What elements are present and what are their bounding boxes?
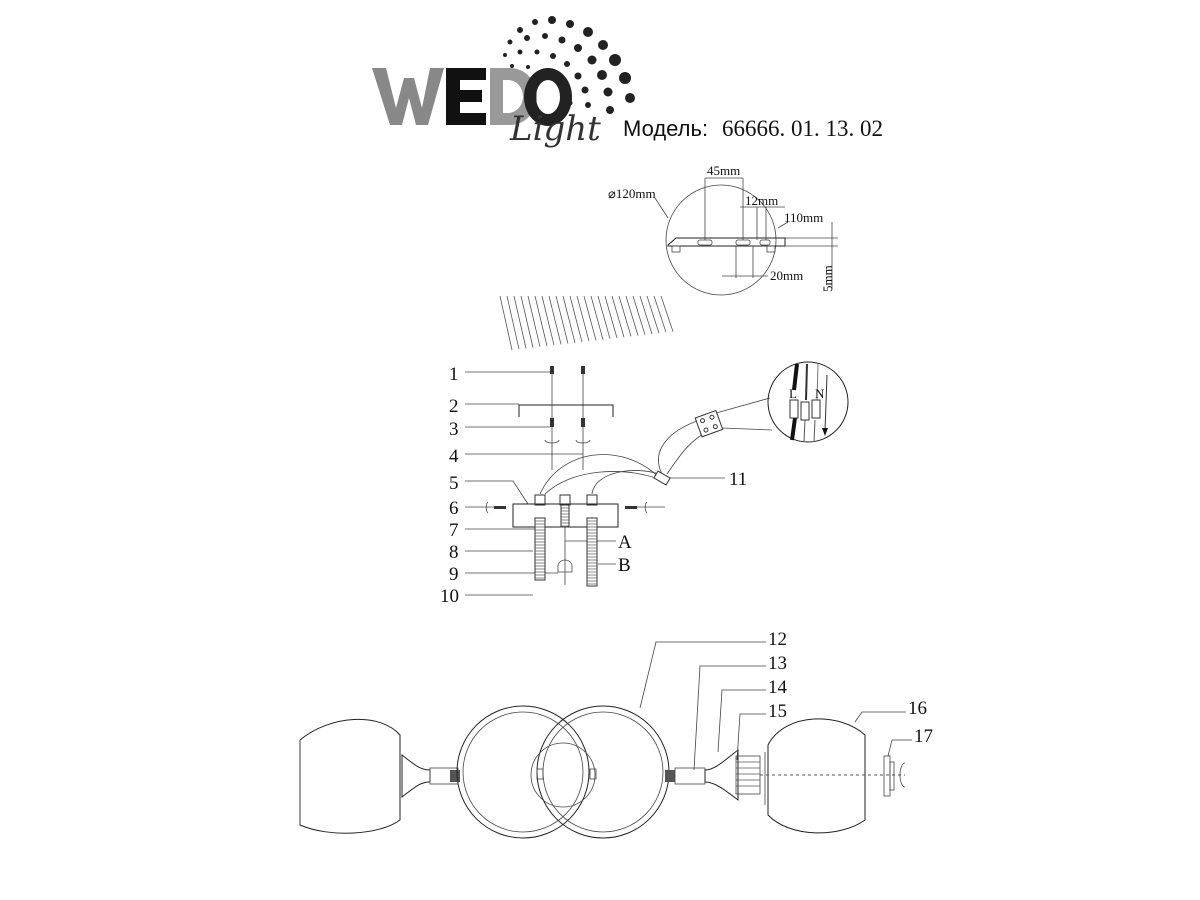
dim-diameter: ⌀120mm — [608, 186, 656, 201]
part-label-3: 3 — [449, 419, 459, 440]
dim-slot-width: 12mm — [745, 193, 778, 208]
hatch-line — [660, 295, 674, 332]
hatch-line — [583, 295, 597, 341]
arm-assembly: 12 13 14 15 16 17 — [299, 629, 933, 839]
dim-hole-spacing: 45mm — [707, 163, 740, 178]
part-label-7: 7 — [449, 520, 459, 541]
hatch-line — [541, 295, 555, 346]
part-label-1: 1 — [449, 364, 459, 385]
hatch-line — [653, 295, 667, 333]
part-label-2: 2 — [449, 396, 459, 417]
hatch-line — [569, 295, 583, 343]
part-label-16: 16 — [908, 698, 927, 719]
part-label-5: 5 — [449, 473, 459, 494]
hatch-line — [534, 295, 548, 347]
ceiling-hatch — [499, 295, 674, 351]
wire-live-label: L — [789, 386, 797, 401]
part-label-8: 8 — [449, 542, 459, 563]
logo-dots — [503, 16, 635, 114]
hatch-line — [562, 295, 576, 343]
hatch-line — [499, 295, 513, 351]
hatch-line — [611, 295, 625, 338]
wire-neutral-label: N — [815, 386, 825, 401]
threaded-tubes — [534, 504, 598, 587]
hatch-line — [625, 295, 639, 336]
brand-logo: Light — [372, 16, 635, 149]
hatch-line — [646, 295, 660, 334]
part-label-11: 11 — [729, 469, 747, 490]
part-label-12: 12 — [768, 629, 787, 650]
hatch-line — [590, 295, 604, 340]
hatch-line — [527, 295, 541, 347]
model-number: 66666. 01. 13. 02 — [722, 116, 883, 141]
part-label-4: 4 — [449, 446, 459, 467]
hatch-line — [604, 295, 618, 339]
part-label-a: A — [618, 532, 632, 553]
logo-letter-e — [446, 68, 486, 125]
logo-letter-d — [490, 68, 537, 125]
hatch-line — [506, 295, 520, 350]
logo-script-light: Light — [509, 109, 601, 149]
model-label: Модель: — [623, 116, 708, 141]
part-label-9: 9 — [449, 564, 459, 585]
hatch-line — [618, 295, 632, 337]
part-label-13: 13 — [768, 653, 787, 674]
part-label-14: 14 — [768, 677, 788, 698]
hatch-line — [513, 295, 527, 349]
mounting-plate-detail: ⌀120mm 45mm 12mm 110mm 20mm 5mm — [608, 163, 838, 296]
canopy-assembly: L N 1 2 3 4 5 6 7 8 9 10 A B 11 — [440, 361, 849, 607]
hatch-line — [555, 295, 569, 344]
hatch-line — [576, 295, 590, 342]
logo-letter-o — [524, 68, 572, 126]
wiring-detail-magnifier: L N — [767, 361, 849, 443]
dim-thickness: 5mm — [820, 265, 835, 292]
part-label-b: B — [618, 555, 631, 576]
logo-letter-w — [372, 68, 444, 125]
part-label-10: 10 — [440, 586, 459, 607]
hatch-line — [520, 295, 534, 348]
part-label-15: 15 — [768, 701, 787, 722]
part-label-17: 17 — [914, 726, 933, 747]
hatch-line — [632, 295, 646, 335]
part-label-6: 6 — [449, 498, 459, 519]
dim-plate-length: 110mm — [784, 210, 823, 225]
hatch-line — [548, 295, 562, 345]
hatch-line — [639, 295, 653, 335]
hatch-line — [597, 295, 611, 339]
dim-center-slot: 20mm — [770, 268, 803, 283]
